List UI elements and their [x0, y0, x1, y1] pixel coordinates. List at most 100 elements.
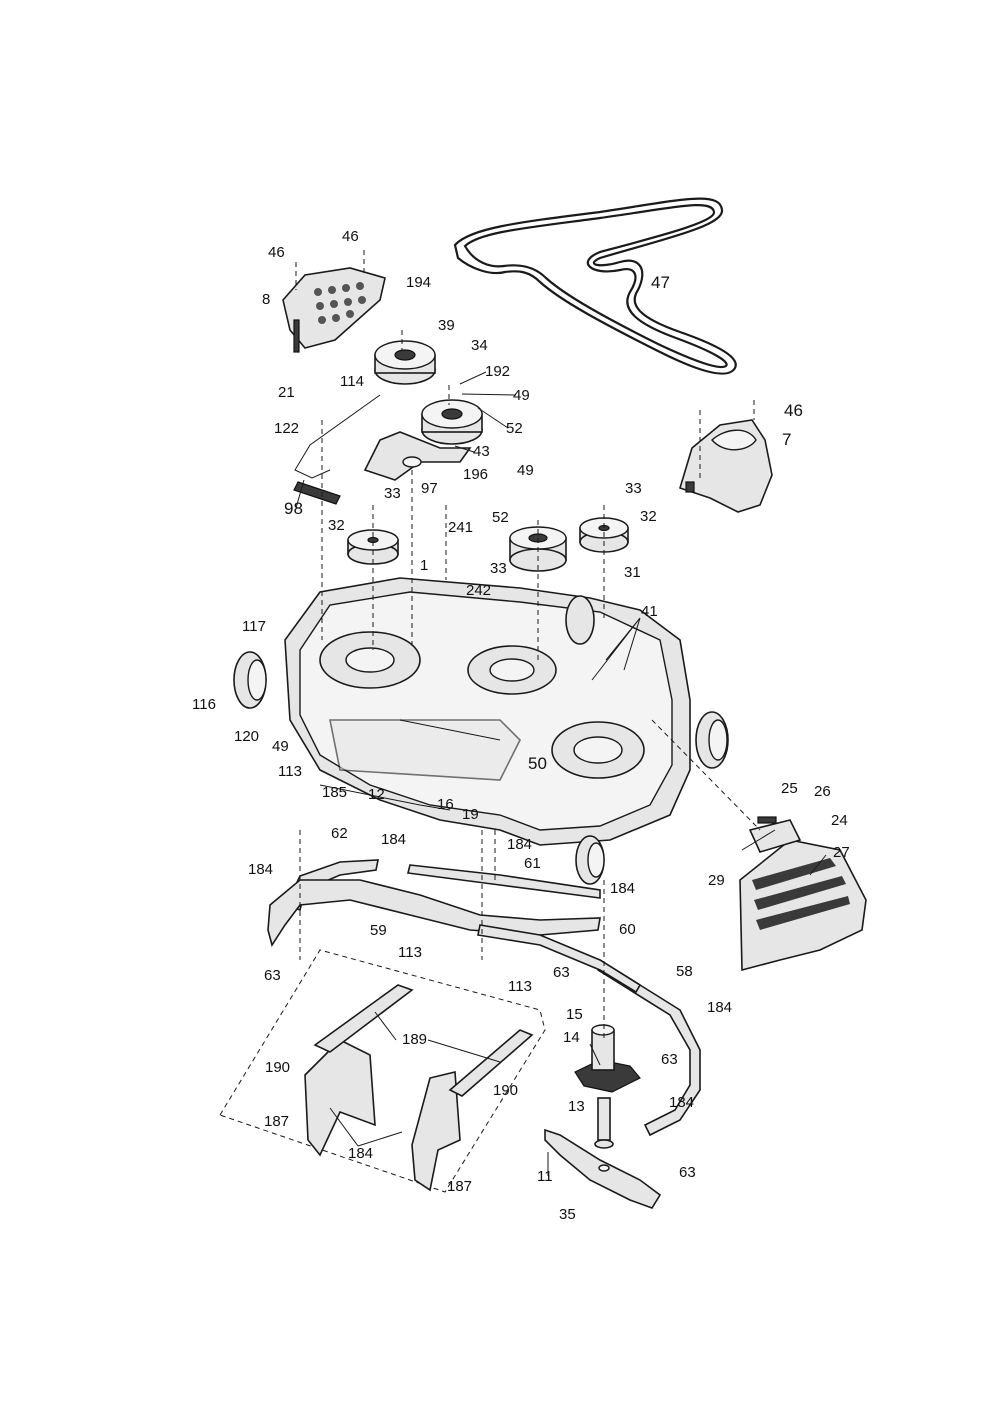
callout-24: 24: [831, 812, 848, 829]
leader-lines: [295, 371, 827, 1176]
gauge-wheel-right-rear: [565, 595, 595, 645]
callout-46a: 46: [268, 244, 285, 261]
callout-49a: 49: [513, 387, 530, 404]
kit-bracket-left: [304, 1039, 376, 1157]
callout-34: 34: [471, 337, 488, 354]
callout-31: 31: [624, 564, 641, 581]
callout-114: 114: [340, 373, 364, 390]
spindle-shaft-13: [594, 1097, 614, 1149]
spindle-housing-14: [574, 1024, 641, 1093]
callout-63d: 63: [679, 1164, 696, 1181]
callout-39: 39: [438, 317, 455, 334]
callout-33a: 33: [384, 485, 401, 502]
kit-bracket-right: [411, 1071, 461, 1192]
kit-arm-189-upper: [313, 984, 414, 1053]
callout-43: 43: [473, 443, 490, 460]
discharge-chute: [739, 816, 867, 972]
callout-61: 61: [524, 855, 541, 872]
callout-184c: 184: [248, 861, 273, 878]
callout-27: 27: [833, 844, 850, 861]
mower-blade-11: [544, 1128, 662, 1209]
callout-14: 14: [563, 1029, 580, 1046]
callout-8: 8: [262, 291, 270, 308]
tension-rod: [294, 394, 381, 479]
callout-32a: 32: [328, 517, 345, 534]
callout-19: 19: [462, 806, 479, 823]
kit-arm-189-lower: [448, 1029, 534, 1097]
callout-63a: 63: [264, 967, 281, 984]
rear-baffle-58: [597, 958, 701, 1137]
callout-52a: 52: [506, 420, 523, 437]
callout-63c: 63: [661, 1051, 678, 1068]
callout-33c: 33: [490, 560, 507, 577]
callout-15: 15: [566, 1006, 583, 1023]
mower-deck: [284, 577, 691, 846]
gauge-wheel-left: [233, 651, 267, 709]
assembly-guide-lines: [295, 250, 761, 1040]
callout-35: 35: [559, 1206, 576, 1223]
callout-187b: 187: [447, 1178, 472, 1195]
callout-184d: 184: [610, 880, 635, 897]
callout-190b: 190: [493, 1082, 518, 1099]
callout-47: 47: [651, 273, 670, 292]
callout-46b: 46: [342, 228, 359, 245]
idler-arm-bracket: [363, 431, 472, 481]
callout-184a: 184: [381, 831, 406, 848]
callout-41: 41: [641, 603, 658, 620]
callout-49c: 49: [272, 738, 289, 755]
callout-32b: 32: [640, 508, 657, 525]
callout-113c: 113: [508, 978, 532, 995]
callout-58: 58: [676, 963, 693, 980]
callout-63b: 63: [553, 964, 570, 981]
callout-122: 122: [274, 420, 299, 437]
callout-184f: 184: [669, 1094, 694, 1111]
left-pulley-cover: [282, 267, 386, 353]
callout-21: 21: [278, 384, 295, 401]
callout-49b: 49: [517, 462, 534, 479]
callout-7: 7: [782, 430, 791, 449]
rear-link-12: [319, 784, 451, 811]
callout-59: 59: [370, 922, 387, 939]
callout-29: 29: [708, 872, 725, 889]
right-pulley-cover: [679, 419, 773, 513]
callout-25: 25: [781, 780, 798, 797]
callout-185: 185: [322, 784, 347, 801]
callout-192: 192: [485, 363, 510, 380]
callout-50: 50: [528, 754, 547, 773]
gauge-wheel-right: [695, 711, 729, 769]
callout-11: 11: [537, 1168, 553, 1185]
callout-12: 12: [368, 786, 385, 803]
callout-194: 194: [406, 274, 431, 291]
gauge-wheel-front: [575, 835, 605, 885]
callout-46c: 46: [784, 401, 803, 420]
idler-pulley-39: [374, 340, 436, 385]
callout-62: 62: [331, 825, 348, 842]
callout-190a: 190: [265, 1059, 290, 1076]
callout-120: 120: [234, 728, 259, 745]
callout-196: 196: [463, 466, 488, 483]
callout-1: 1: [420, 557, 428, 574]
callout-16: 16: [437, 796, 454, 813]
callout-97: 97: [421, 480, 438, 497]
callout-184e: 184: [707, 999, 732, 1016]
callout-117: 117: [242, 618, 266, 635]
callout-241: 241: [448, 519, 473, 536]
callout-242: 242: [466, 582, 491, 599]
callout-113a: 113: [278, 763, 302, 780]
side-baffle-60: [477, 924, 642, 994]
callout-184g: 184: [348, 1145, 373, 1162]
callout-52b: 52: [492, 509, 509, 526]
tension-spring: [293, 481, 341, 505]
callout-labels: 46 46 194 8 39 34 192 49 52 21 114 122 4…: [192, 228, 850, 1223]
callout-187a: 187: [264, 1113, 289, 1130]
callout-26: 26: [814, 783, 831, 800]
callout-116: 116: [192, 696, 216, 713]
callout-33b: 33: [625, 480, 642, 497]
idler-pulley-52-upper: [421, 399, 483, 445]
callout-184b: 184: [507, 836, 532, 853]
callout-98: 98: [284, 499, 303, 518]
callout-60: 60: [619, 921, 636, 938]
stabilizer-bar-61: [407, 864, 601, 899]
drive-belt: [453, 197, 737, 375]
